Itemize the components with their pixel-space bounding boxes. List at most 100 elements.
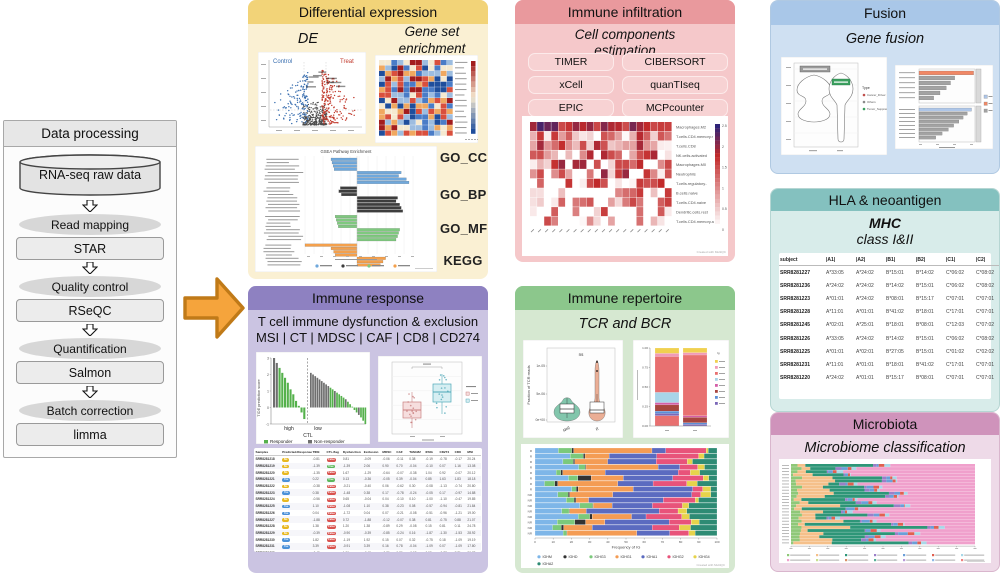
svg-text:T.cells.regulatory..: T.cells.regulatory.. — [676, 181, 707, 186]
svg-text:0.5: 0.5 — [722, 207, 727, 211]
svg-text:R: R — [530, 449, 533, 453]
svg-text:5e-06: 5e-06 — [536, 392, 545, 396]
svg-text:IGHA2: IGHA2 — [543, 562, 554, 566]
svg-text:2: 2 — [267, 373, 269, 377]
panel-differential-expression: Differential expression DE Gene set enri… — [248, 0, 488, 279]
svg-text:1: 1 — [722, 186, 724, 190]
svg-text:40: 40 — [606, 540, 610, 544]
tool-quantiseq: quanTIseq — [622, 76, 728, 94]
svg-text:Responder: Responder — [270, 439, 293, 444]
svg-text:R: R — [530, 460, 533, 464]
down-arrow-icon — [82, 262, 98, 274]
responder-boxplot — [378, 356, 482, 442]
svg-text:T.cells.CD8: T.cells.CD8 — [676, 143, 696, 148]
panel-title-data-processing: Data processing — [4, 121, 176, 147]
data-processing-flow: RNA-seq raw data Read mapping STAR Quali… — [4, 147, 176, 446]
step-batch-correction: Batch correction — [19, 400, 161, 421]
fusion-barplot — [895, 65, 993, 149]
svg-text:Treat: Treat — [340, 59, 354, 65]
svg-text:high: high — [284, 426, 294, 432]
volcano-plot: Control Treat — [258, 52, 366, 134]
panel-title-differential-expression: Differential expression — [248, 0, 488, 24]
svg-text:0.00: 0.00 — [642, 424, 648, 428]
svg-text:Dendritic.cells.rest: Dendritic.cells.rest — [676, 210, 709, 215]
svg-text:IGHG3: IGHG3 — [595, 555, 606, 559]
go-cc-label: GO_CC — [440, 150, 488, 165]
svg-text:NR: NR — [528, 504, 533, 508]
svg-text:NR: NR — [528, 520, 533, 524]
svg-text:R: R — [530, 487, 533, 491]
svg-text:0.25: 0.25 — [642, 405, 648, 409]
svg-text:T.cells.CD4.memory.r: T.cells.CD4.memory.r — [676, 134, 714, 139]
svg-text:B.cells.naive: B.cells.naive — [676, 191, 698, 196]
svg-text:ns: ns — [579, 352, 585, 357]
svg-text:0e+00: 0e+00 — [535, 418, 545, 422]
svg-text:1e-05: 1e-05 — [536, 364, 545, 368]
database-icon — [19, 154, 161, 196]
gene-fusion-label: Gene fusion — [845, 31, 925, 47]
svg-text:10: 10 — [552, 540, 556, 544]
svg-text:T.cells.CD4.naive: T.cells.CD4.naive — [676, 200, 706, 205]
tide-description-line1: T cell immune dysfunction & exclusion — [257, 314, 479, 329]
down-arrow-icon — [82, 386, 98, 398]
tide-description-line2: MSI | CT | MDSC | CAF | CD8 | CD274 — [256, 330, 480, 345]
panel-hla-neoantigen: HLA & neoantigen MHC class I&II subject|… — [770, 188, 1000, 412]
source-data-label: RNA-seq raw data — [38, 168, 142, 182]
panel-title-microbiota: Microbiota — [771, 413, 999, 435]
gsea-heatmap — [375, 55, 478, 143]
database-cylinder: RNA-seq raw data — [15, 152, 165, 198]
svg-text:Created with MultiQC: Created with MultiQC — [696, 563, 725, 567]
svg-text:0: 0 — [267, 406, 269, 410]
svg-text:Others: Others — [867, 100, 876, 104]
svg-text:20: 20 — [570, 540, 574, 544]
svg-text:R: R — [530, 454, 533, 458]
svg-text:R: R — [594, 426, 599, 432]
step-quality-control: Quality control — [19, 276, 161, 297]
svg-text:Ig: Ig — [717, 351, 720, 355]
panel-data-processing: Data processing RNA-seq raw data Read ma… — [3, 120, 177, 458]
svg-text:NK.cells.activated: NK.cells.activated — [676, 153, 707, 158]
svg-text:Control: Control — [273, 59, 292, 65]
svg-text:1.5: 1.5 — [722, 166, 727, 170]
svg-text:Neg: Neg — [562, 424, 571, 433]
svg-text:60: 60 — [643, 540, 647, 544]
svg-text:1.00: 1.00 — [642, 346, 648, 350]
svg-text:30: 30 — [588, 540, 592, 544]
svg-text:70: 70 — [661, 540, 665, 544]
svg-text:Created with MultiQC: Created with MultiQC — [697, 250, 727, 254]
microbiome-classification-label: Microbiome classification — [804, 440, 966, 456]
gsea-barplot: GSEA Pathway Enrichment — [255, 146, 437, 272]
tool-star: STAR — [16, 237, 164, 260]
svg-text:IGHM: IGHM — [543, 555, 552, 559]
tool-cibersort: CIBERSORT — [622, 53, 728, 71]
mhc-class-label: class I&II — [856, 231, 914, 247]
svg-text:R: R — [530, 465, 533, 469]
step-quantification: Quantification — [19, 338, 161, 359]
svg-text:0: 0 — [722, 228, 724, 232]
svg-text:Non-responder: Non-responder — [314, 439, 345, 444]
go-mf-label: GO_MF — [440, 221, 488, 236]
de-label: DE — [297, 31, 319, 47]
panel-immune-response: Immune response T cell immune dysfunctio… — [248, 286, 488, 573]
svg-text:0.75: 0.75 — [642, 366, 648, 370]
mhc-label: MHC — [869, 215, 901, 231]
svg-text:NR: NR — [528, 509, 533, 513]
svg-text:Fraction of TCR reads: Fraction of TCR reads — [526, 365, 531, 404]
svg-text:2.5: 2.5 — [722, 124, 727, 128]
svg-text:3: 3 — [267, 356, 269, 360]
svg-text:2: 2 — [722, 145, 724, 149]
tool-xcell: xCell — [528, 76, 614, 94]
tool-rseqc: RSeQC — [16, 299, 164, 322]
svg-text:IGHG1: IGHG1 — [621, 555, 632, 559]
svg-text:Frequency of IG: Frequency of IG — [612, 545, 641, 550]
tool-mcpcounter: MCPcounter — [622, 99, 728, 117]
panel-title-fusion: Fusion — [771, 1, 999, 25]
svg-text:TIDE prediction score: TIDE prediction score — [256, 379, 261, 416]
svg-text:GSEA Pathway Enrichment: GSEA Pathway Enrichment — [321, 149, 373, 154]
